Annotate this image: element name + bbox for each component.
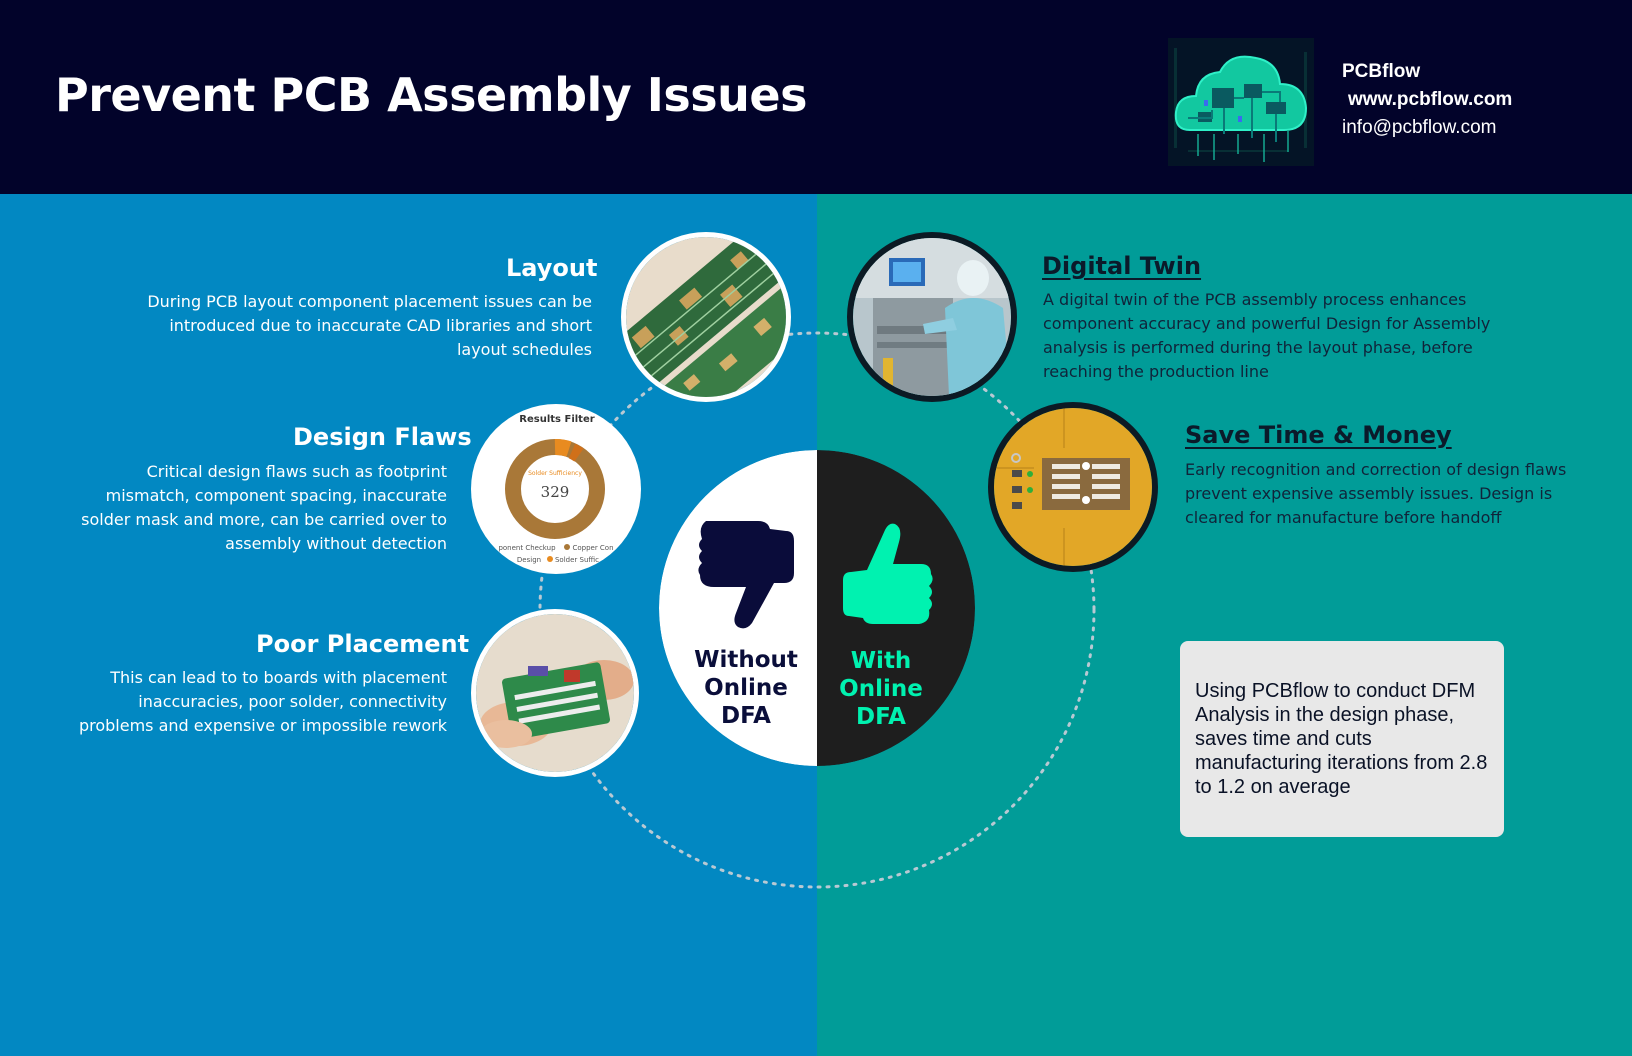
donut-title: Results Filter xyxy=(519,414,594,425)
brand-name: PCBflow xyxy=(1342,61,1421,82)
digital-twin-image xyxy=(847,232,1017,402)
without-dfa-label: Without Online DFA xyxy=(694,647,798,729)
poor-placement-text: This can lead to to boards with placemen… xyxy=(78,668,447,735)
save-time-image xyxy=(988,402,1158,572)
email-link[interactable]: info@pcbflow.com xyxy=(1342,117,1497,138)
save-time-text: Early recognition and correction of desi… xyxy=(1185,460,1567,527)
poor-placement-heading: Poor Placement xyxy=(256,630,470,658)
website-link[interactable]: www.pcbflow.com xyxy=(1348,89,1513,110)
poor-placement-image xyxy=(471,609,639,777)
layout-image xyxy=(621,232,791,402)
design-flaws-heading: Design Flaws xyxy=(293,423,472,451)
svg-text:Copper Con: Copper Con xyxy=(572,544,613,552)
thumbs-up-icon xyxy=(841,522,933,630)
design-flaws-chart: Results Filter Solder Sufficiency 329 po… xyxy=(471,404,641,574)
save-time-heading: Save Time & Money xyxy=(1185,421,1452,449)
callout-text: Using PCBflow to conduct DFM Analysis in… xyxy=(1195,680,1488,798)
svg-text:Design: Design xyxy=(517,556,541,564)
design-flaws-text: Critical design flaws such as footprint … xyxy=(81,462,447,553)
svg-text:Solder Sufficiency: Solder Sufficiency xyxy=(528,470,582,477)
with-dfa-label: With Online DFA xyxy=(839,648,923,730)
digital-twin-heading: Digital Twin xyxy=(1042,252,1202,280)
thumbs-down-icon xyxy=(696,517,796,633)
svg-text:Solder Suffic: Solder Suffic xyxy=(555,556,599,564)
svg-text:ponent Checkup: ponent Checkup xyxy=(498,544,556,552)
contact-block: PCBflow www.pcbflow.com info@pcbflow.com xyxy=(1342,58,1512,142)
header-bar: Prevent PCB Assembly Issues PCBflow www. xyxy=(0,0,1632,194)
cloud-circuit-logo xyxy=(1168,38,1314,166)
layout-text: During PCB layout component placement is… xyxy=(147,292,592,359)
digital-twin-text: A digital twin of the PCB assembly proce… xyxy=(1043,290,1491,381)
svg-text:329: 329 xyxy=(541,483,570,501)
iterations-callout: Using PCBflow to conduct DFM Analysis in… xyxy=(1180,641,1504,837)
page-title: Prevent PCB Assembly Issues xyxy=(55,68,807,122)
layout-heading: Layout xyxy=(506,254,598,282)
